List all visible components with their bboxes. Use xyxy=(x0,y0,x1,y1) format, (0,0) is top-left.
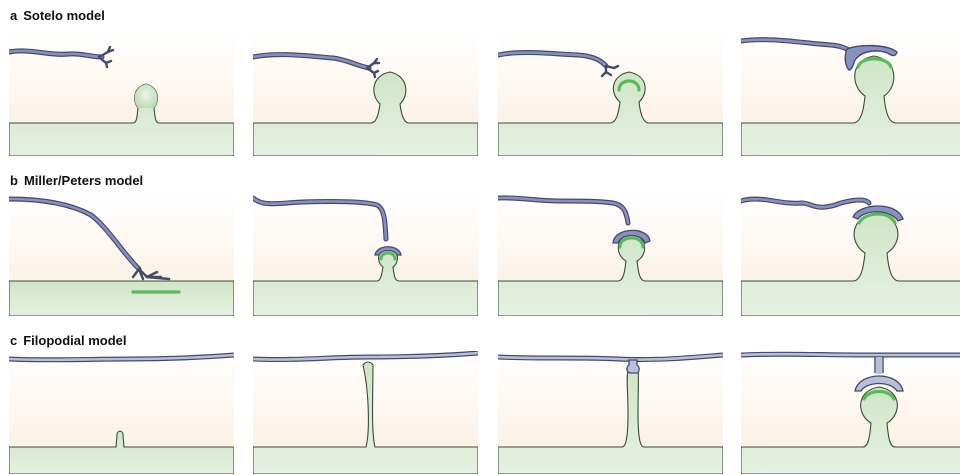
row-a-label: Sotelo model xyxy=(23,8,105,23)
presynaptic-contact xyxy=(627,360,639,373)
panel-c2 xyxy=(253,351,478,474)
row-b-title: b Miller/Peters model xyxy=(10,173,143,188)
panel-c4 xyxy=(741,351,960,474)
row-c-title: c Filopodial model xyxy=(10,333,127,348)
panel-a3 xyxy=(498,30,723,156)
dendrite-shaft xyxy=(9,281,234,316)
panel-c3 xyxy=(498,351,723,474)
panel-a2 xyxy=(253,30,478,156)
panel-b2 xyxy=(253,193,478,316)
panel-a4 xyxy=(741,30,960,156)
panel-b4 xyxy=(741,193,960,316)
panel-b3 xyxy=(498,193,723,316)
row-c-label: Filopodial model xyxy=(23,333,126,348)
panel-c1 xyxy=(9,351,234,474)
row-b-letter: b xyxy=(10,173,18,188)
row-b-label: Miller/Peters model xyxy=(24,173,143,188)
row-a-title: a Sotelo model xyxy=(10,8,105,23)
row-c-letter: c xyxy=(10,333,17,348)
panel-a1 xyxy=(9,30,234,156)
panel-b1 xyxy=(9,193,234,316)
row-a-letter: a xyxy=(10,8,17,23)
